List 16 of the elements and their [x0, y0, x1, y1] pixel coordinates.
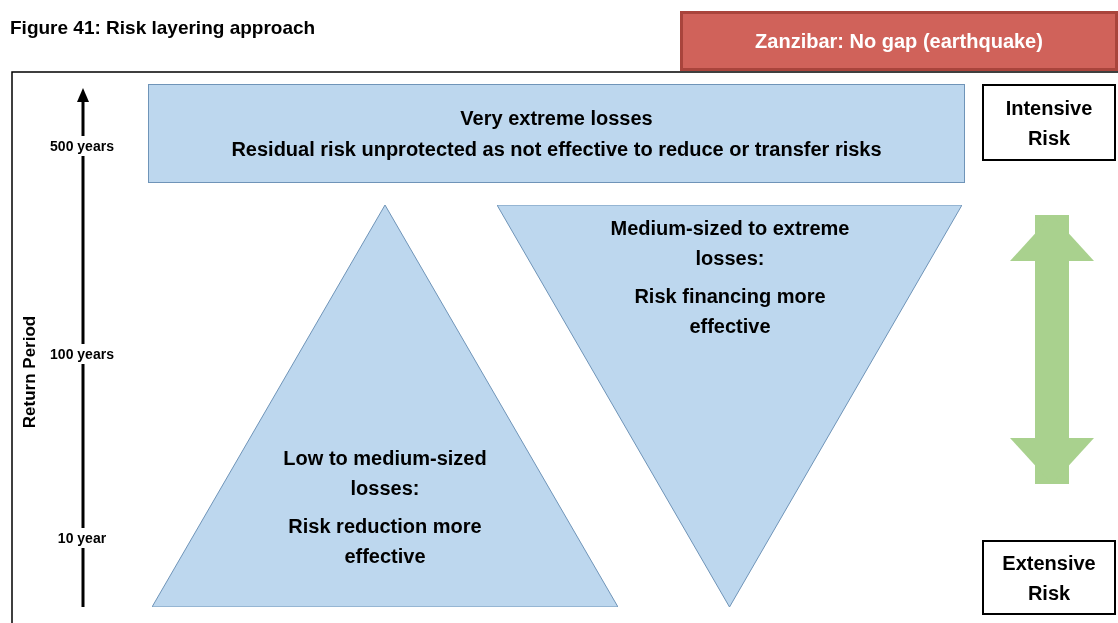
risk-box: [982, 540, 1116, 615]
risk-label: Extensive Risk: [1001, 550, 1097, 606]
downward-triangle: [497, 205, 962, 607]
banner-box: [680, 11, 1118, 71]
triangle-description: Risk reduction more effective: [287, 514, 483, 569]
risk-label: Intensive Risk: [1004, 95, 1094, 151]
triangle-description: Risk financing more effective: [633, 284, 827, 339]
double-arrow: [1010, 215, 1094, 484]
banner-text: Zanzibar: No gap (earthquake): [755, 29, 1043, 53]
layer-band: [148, 84, 965, 183]
triangle-heading: Medium-sized to extreme losses:: [609, 216, 851, 271]
figure-title: Figure 41: Risk layering approach: [10, 17, 316, 39]
band-description: Residual risk unprotected as not effective to reduce or transfer risks: [231, 137, 882, 161]
band-heading: Very extreme losses: [460, 106, 653, 130]
triangle-heading: Low to medium-sized losses:: [282, 446, 488, 501]
risk-box: [982, 84, 1116, 161]
